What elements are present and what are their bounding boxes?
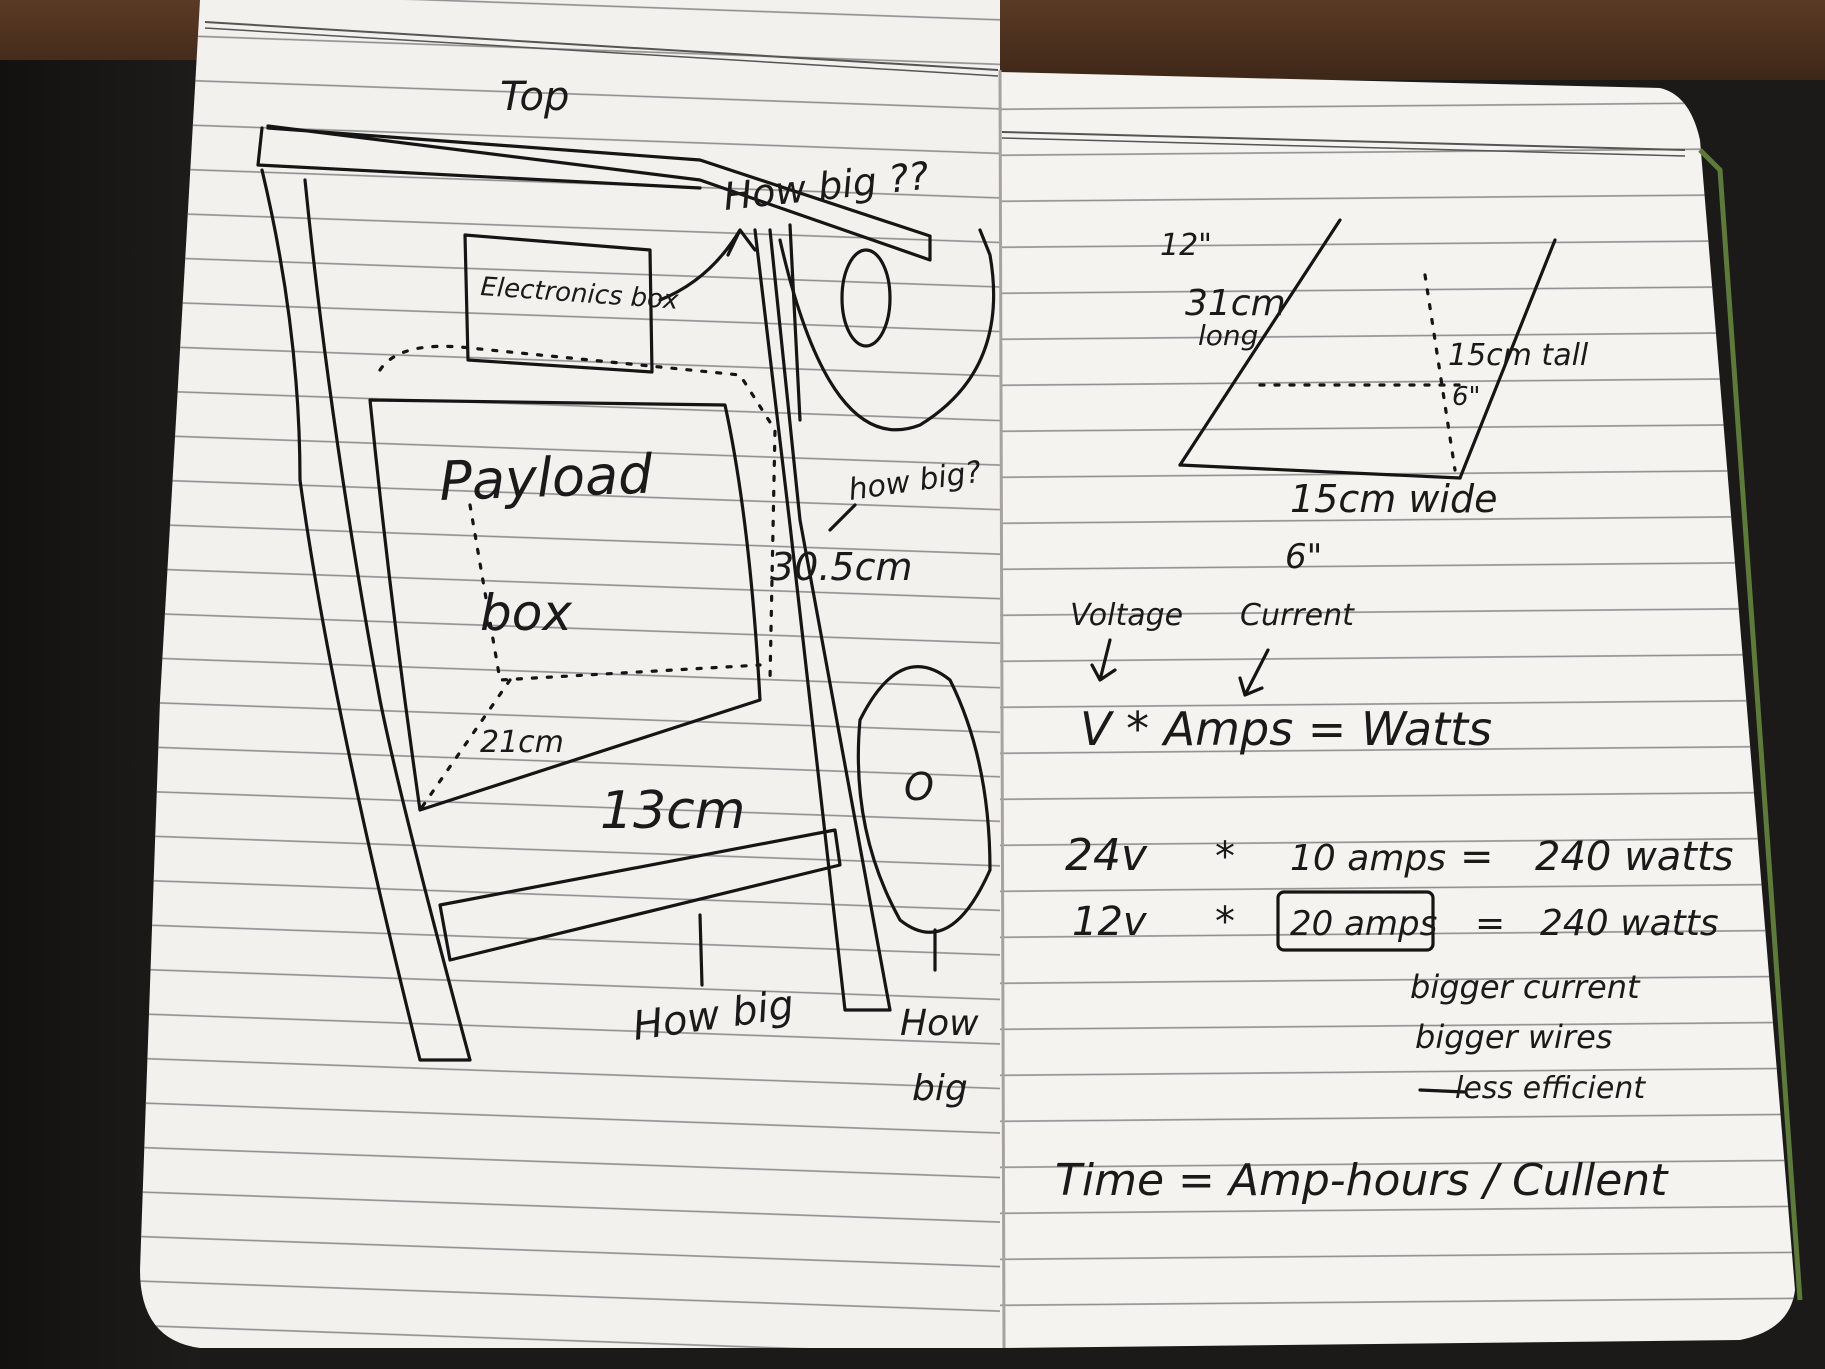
dim-31cm-label: 31cm bbox=[1185, 283, 1286, 324]
spine bbox=[998, 69, 1006, 1349]
dim-13-label: 13cm bbox=[600, 781, 745, 841]
eq2-watts: 240 watts bbox=[1540, 903, 1719, 944]
eq1-operator: * bbox=[1215, 834, 1235, 880]
note-bigger-wires: bigger wires bbox=[1415, 1018, 1612, 1056]
current-label: Current bbox=[1240, 598, 1355, 633]
dim-30-5-label: 30.5cm bbox=[770, 545, 913, 589]
wheel-hub-label: O bbox=[904, 765, 934, 809]
note-bigger-current: bigger current bbox=[1410, 968, 1641, 1006]
box-label: box bbox=[480, 584, 572, 642]
eq1-watts: 240 watts bbox=[1535, 834, 1734, 880]
dim-6in-side-label: 6" bbox=[1452, 382, 1481, 412]
eq2-voltage: 12v bbox=[1072, 899, 1148, 945]
dim-15cm-tall-label: 15cm tall bbox=[1448, 338, 1589, 373]
time-formula: Time = Amp-hours / Cullent bbox=[1055, 1155, 1669, 1206]
dim-21-label: 21cm bbox=[480, 725, 564, 760]
eq1-equals: = bbox=[1460, 834, 1494, 880]
note-less-efficient: less efficient bbox=[1455, 1071, 1646, 1106]
top-label: Top bbox=[500, 74, 569, 120]
dim-6in-bottom-label: 6" bbox=[1285, 537, 1322, 577]
dim-15cm-wide-label: 15cm wide bbox=[1290, 477, 1497, 521]
dim-12in-label: 12" bbox=[1160, 228, 1212, 263]
voltage-label: Voltage bbox=[1070, 598, 1183, 633]
eq1-voltage: 24v bbox=[1065, 830, 1148, 881]
power-formula: V * Amps = Watts bbox=[1080, 702, 1492, 756]
how-big-wheel-label-2: big bbox=[912, 1068, 968, 1109]
how-big-wheel-label-1: How bbox=[900, 1003, 979, 1044]
eq2-amps: 20 amps bbox=[1290, 904, 1437, 944]
eq1-amps: 10 amps bbox=[1290, 838, 1446, 879]
payload-label: Payload bbox=[438, 443, 654, 513]
eq2-equals: = bbox=[1475, 903, 1505, 944]
eq2-operator: * bbox=[1215, 899, 1235, 945]
dim-long-label: long bbox=[1198, 319, 1258, 352]
